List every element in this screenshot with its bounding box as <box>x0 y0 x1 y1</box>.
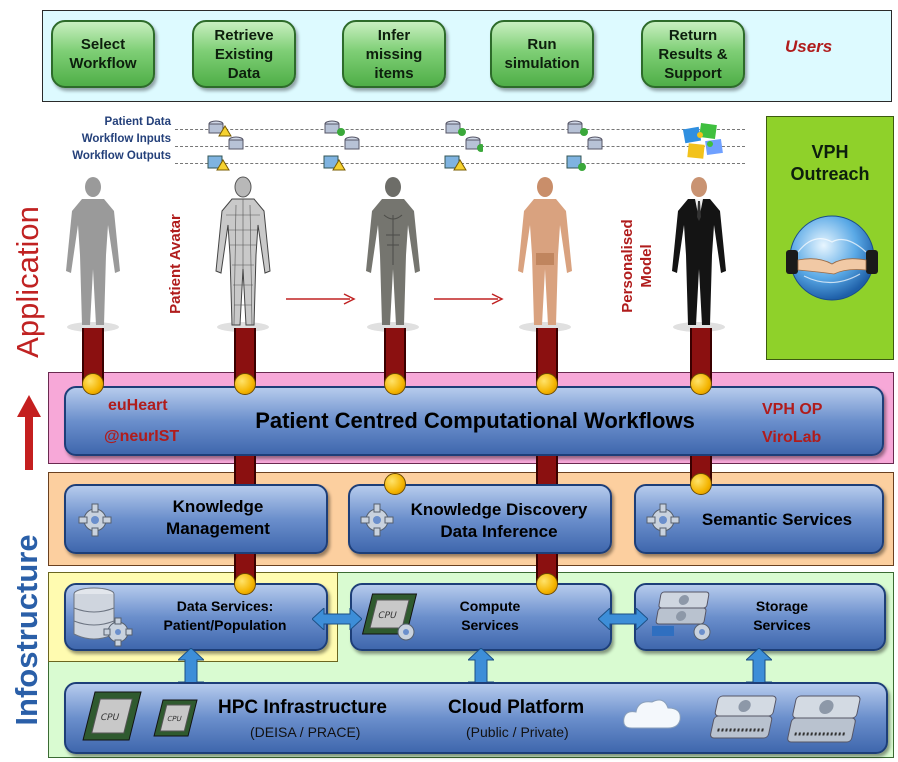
gear-icon <box>360 503 394 537</box>
step-return-results[interactable]: Return Results & Support <box>641 20 745 88</box>
workflows-title: Patient Centred Computational Workflows <box>255 408 695 433</box>
human-suit-icon <box>672 177 726 332</box>
knowledge-management-label: Knowledge Management <box>166 497 270 538</box>
hpc-title: HPC Infrastructure <box>218 697 387 718</box>
connector-dot <box>536 573 558 595</box>
legend-workflow-outputs: Workflow Outputs <box>72 150 171 162</box>
cpu-icon: CPU <box>153 699 198 737</box>
storage-services-label: Storage Services <box>753 598 811 633</box>
connector-pillar <box>234 328 256 384</box>
application-label: Application <box>10 206 45 358</box>
cloud-title: Cloud Platform <box>448 697 585 718</box>
connector-dot <box>384 373 406 395</box>
connector-dot <box>234 573 256 595</box>
database-icon <box>444 120 483 171</box>
project-euheart: euHeart <box>108 397 168 414</box>
server-drive-icon <box>787 695 861 743</box>
cpu-icon: CPU <box>82 691 142 741</box>
database-stack-icon <box>73 587 133 647</box>
up-arrow-icon <box>17 395 41 475</box>
step-infer-items[interactable]: Infer missing items <box>342 20 446 88</box>
infrastructure-label: Infostructure <box>9 534 44 726</box>
knowledge-discovery-label: Knowledge Discovery Data Inference <box>410 500 588 541</box>
gear-icon <box>646 503 680 537</box>
cpu-chip-text: CPU <box>99 713 120 723</box>
cpu-icon: CPU <box>361 593 418 641</box>
data-services-label: Data Services: Patient/Population <box>163 598 287 633</box>
compute-services-label: Compute Services <box>459 598 521 633</box>
users-label: Users <box>785 37 833 56</box>
legend-line <box>175 146 745 147</box>
cpu-chip-text: CPU <box>377 611 398 621</box>
project-virolab: ViroLab <box>762 429 822 446</box>
step-retrieve-data[interactable]: Retrieve Existing Data <box>192 20 296 88</box>
server-drive-icon <box>710 695 777 739</box>
cloud-subtitle: (Public / Private) <box>466 724 569 740</box>
human-muscle-icon <box>366 177 420 332</box>
database-icon <box>323 120 360 171</box>
personalised-model-label: Personalised Model <box>619 219 655 313</box>
human-silhouette-icon <box>66 177 120 332</box>
legend-patient-data: Patient Data <box>104 116 171 128</box>
connector-dot <box>536 373 558 395</box>
connector-dot <box>234 373 256 395</box>
step-run-simulation[interactable]: Run simulation <box>490 20 594 88</box>
puzzle-icon <box>682 122 723 159</box>
double-arrow-horizontal-icon <box>312 608 362 630</box>
semantic-services-label: Semantic Services <box>701 510 853 529</box>
hard-drive-icon <box>652 591 711 641</box>
hpc-subtitle: (DEISA / PRACE) <box>250 724 361 740</box>
connector-pillar <box>234 456 256 484</box>
connector-pillar <box>690 328 712 384</box>
vph-outreach-title: VPH Outreach <box>790 142 870 184</box>
arrow-right-icon <box>286 293 356 305</box>
globe-handshake-icon <box>786 215 878 301</box>
cpu-chip-text: CPU <box>166 714 182 723</box>
connector-dot <box>690 373 712 395</box>
patient-avatar-label: Patient Avatar <box>167 214 184 314</box>
connector-dot <box>690 473 712 495</box>
arrow-right-icon <box>434 293 504 305</box>
cloud-icon <box>623 699 681 729</box>
connector-pillar <box>82 328 104 384</box>
connector-dot <box>82 373 104 395</box>
database-icon <box>207 120 244 171</box>
legend-workflow-inputs: Workflow Inputs <box>81 133 171 145</box>
project-neurist: @neurIST <box>104 428 180 445</box>
connector-pillar <box>384 328 406 384</box>
project-vph-op: VPH OP <box>762 401 823 418</box>
gear-icon <box>78 503 112 537</box>
workflows-box[interactable] <box>64 386 884 456</box>
double-arrow-horizontal-icon <box>598 608 648 630</box>
database-icon <box>566 120 603 171</box>
connector-dot <box>384 473 406 495</box>
human-skin-icon <box>518 177 572 332</box>
step-select-workflow[interactable]: Select Workflow <box>51 20 155 88</box>
users-bar <box>42 10 892 102</box>
connector-pillar <box>536 328 558 384</box>
connector-pillar <box>536 456 558 484</box>
human-mesh-icon <box>215 176 271 332</box>
